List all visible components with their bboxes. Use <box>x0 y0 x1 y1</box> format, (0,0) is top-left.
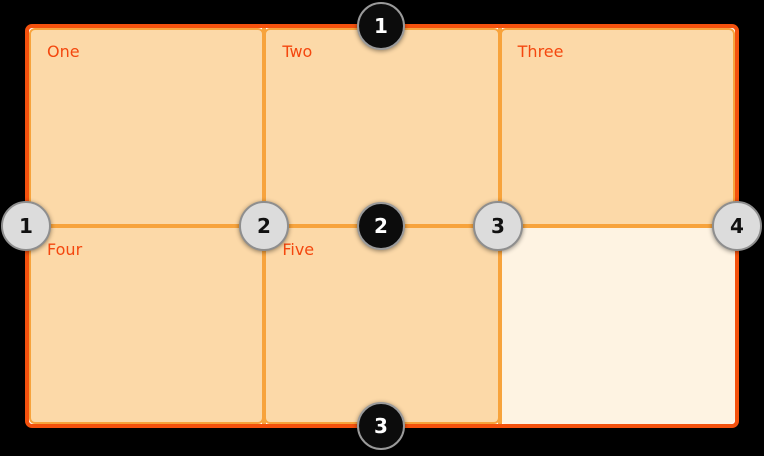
grid-cell-two: Two <box>264 28 500 226</box>
row-line-marker-1: 1 <box>357 2 405 50</box>
grid-cell-empty <box>499 226 735 424</box>
row-line-marker-2: 2 <box>357 202 405 250</box>
column-line-marker-2: 2 <box>239 201 289 251</box>
cell-label: One <box>47 42 80 61</box>
grid-cell-one: One <box>29 28 265 226</box>
column-line-marker-4: 4 <box>712 201 762 251</box>
cell-label: Four <box>47 240 83 259</box>
column-line-marker-3: 3 <box>473 201 523 251</box>
cell-label: Five <box>282 240 315 259</box>
row-line-marker-3: 3 <box>357 402 405 450</box>
grid-cell-five: Five <box>264 226 500 424</box>
grid-cell-three: Three <box>499 28 735 226</box>
cell-label: Two <box>282 42 313 61</box>
cell-label: Three <box>517 42 564 61</box>
column-line-marker-1: 1 <box>1 201 51 251</box>
grid-cell-four: Four <box>29 226 265 424</box>
